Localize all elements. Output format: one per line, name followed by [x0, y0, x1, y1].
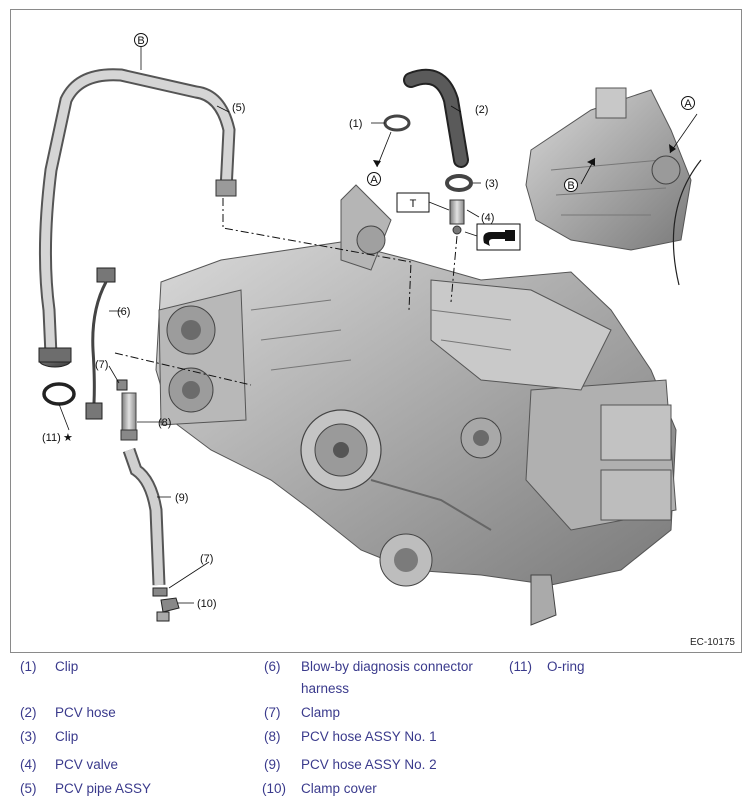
callout-9: (9) [175, 492, 188, 504]
exploded-diagram: T [38, 33, 702, 626]
callout-10: (10) [197, 598, 217, 610]
torque-marker: T [410, 198, 417, 210]
torque-box [396, 192, 430, 213]
figure-code: EC-10175 [689, 637, 735, 648]
marker-b-manifold: B [564, 178, 578, 192]
callout-5: (5) [232, 102, 245, 114]
callout-8: (8) [158, 417, 171, 429]
pcv-pipe-assy [38, 68, 237, 368]
callout-2: (2) [475, 104, 488, 116]
intake-manifold [525, 87, 702, 286]
engine-block [155, 184, 677, 626]
marker-a-clip: A [367, 172, 381, 186]
callout-3: (3) [485, 178, 498, 190]
sealant-icon [476, 223, 521, 251]
parts-legend: (1) Clip (2) PCV hose (3) Clip (4) PCV v… [20, 659, 585, 796]
svg-text:B: B [567, 180, 574, 192]
callout-6: (6) [117, 306, 130, 318]
callout-7-bottom: (7) [200, 553, 213, 565]
callout-11: (11) [42, 432, 61, 444]
svg-text:A: A [370, 174, 378, 186]
exploded-diagram-frame: T [10, 9, 742, 653]
o-ring [42, 382, 76, 406]
marker-b-pipe: B [134, 33, 148, 47]
pcv-hose-assy-1 [116, 379, 138, 441]
pcv-valve [449, 199, 465, 235]
connection-lines [114, 198, 458, 386]
callout-1: (1) [349, 118, 362, 130]
marker-a-top-right: A [681, 96, 695, 110]
clip-1 [383, 114, 411, 132]
pcv-hose-assy-2 [122, 447, 180, 622]
callout-4: (4) [481, 212, 494, 224]
callout-7-top: (7) [95, 359, 108, 371]
pcv-hose [403, 68, 469, 168]
star-marker: ★ [63, 432, 73, 444]
svg-text:A: A [684, 98, 692, 110]
svg-text:B: B [137, 35, 144, 47]
connector-harness [85, 267, 116, 420]
clip-3 [445, 174, 473, 192]
